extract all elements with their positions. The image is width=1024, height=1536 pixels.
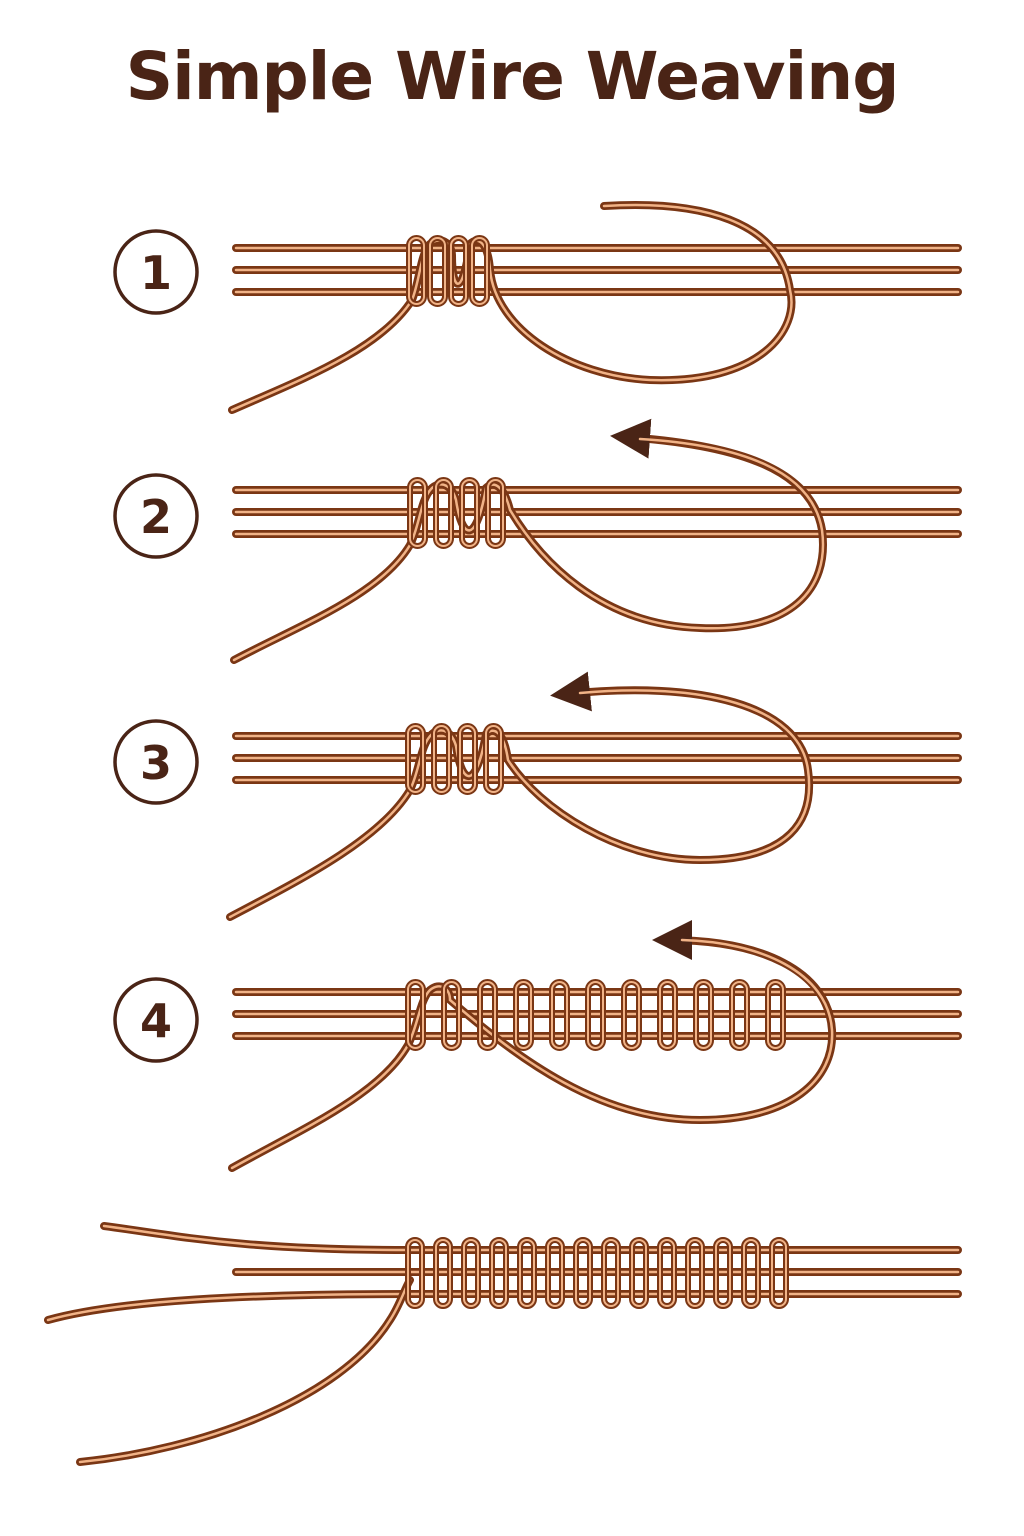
wire-coil (405, 1237, 789, 1309)
core-wires (232, 988, 962, 1040)
wire-coil (405, 979, 786, 1051)
step-final (44, 1222, 962, 1466)
step-number: 2 (140, 490, 172, 544)
step-3: 3 (113, 671, 962, 921)
core-wires (232, 486, 962, 538)
core-wires (232, 244, 962, 296)
step-4: 4 (113, 920, 962, 1172)
diagram-title: Simple Wire Weaving (125, 38, 900, 115)
step-number-circle (113, 977, 199, 1063)
step-2: 2 (113, 418, 962, 664)
step-number-circle (113, 229, 199, 315)
weaving-wire (226, 671, 813, 921)
wire-coil (407, 477, 506, 549)
step-number-circle (113, 473, 199, 559)
weaving-wire (230, 418, 827, 664)
step-number: 3 (140, 736, 172, 790)
step-1: 1 (113, 201, 962, 414)
wire-coil (405, 723, 504, 795)
step-number: 4 (140, 994, 172, 1048)
weaving-wire (228, 201, 796, 414)
core-wires (44, 1222, 962, 1324)
step-number: 1 (140, 246, 172, 300)
step-number-circle (113, 719, 199, 805)
core-wires (232, 732, 962, 784)
weaving-wire (228, 920, 837, 1172)
wire-coil (406, 235, 490, 307)
weaving-wire (76, 1276, 414, 1466)
